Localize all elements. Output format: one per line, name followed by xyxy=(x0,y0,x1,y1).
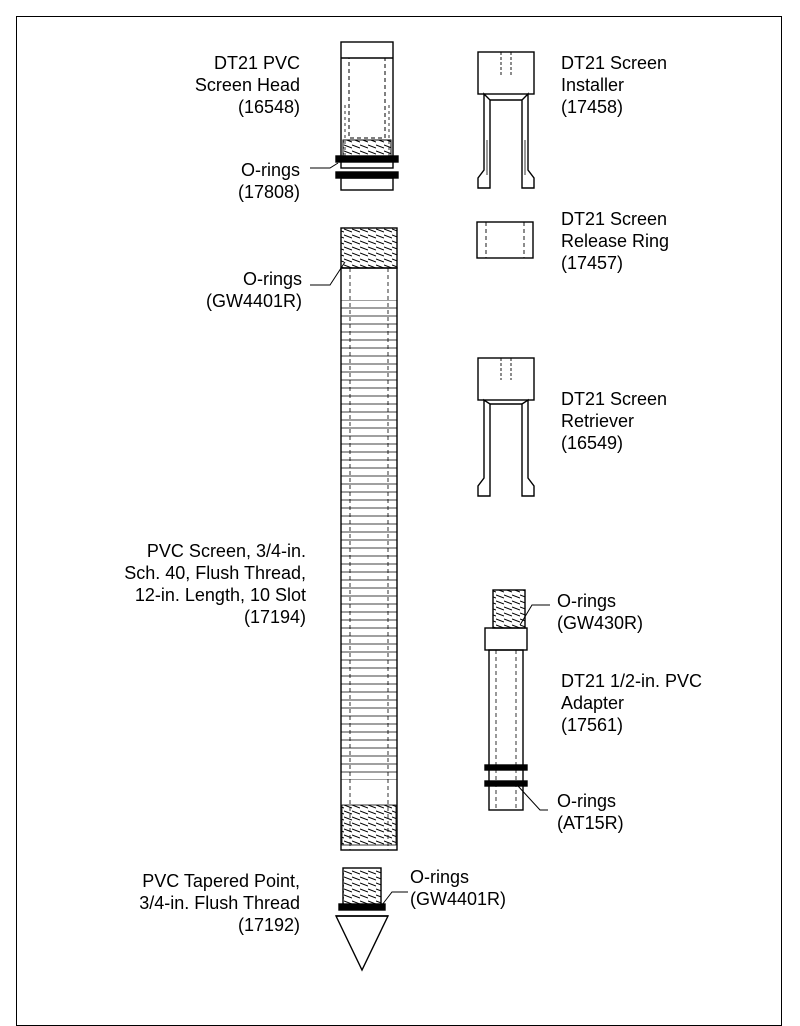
pvc-adapter-part xyxy=(484,589,528,811)
label-tapered-point: PVC Tapered Point,3/4-in. Flush Thread(1… xyxy=(139,871,300,935)
pvc-screen-part xyxy=(340,227,398,851)
label-point-orings: O-rings(GW4401R) xyxy=(410,867,507,909)
tapered-point-part xyxy=(334,867,390,972)
label-screen-head-orings: O-rings(17808) xyxy=(237,160,300,202)
leader-lines xyxy=(310,162,550,906)
label-adapter-bottom-orings: O-rings(AT15R) xyxy=(557,791,624,833)
release-ring-part xyxy=(476,221,534,259)
label-pvc-screen: PVC Screen, 3/4-in.Sch. 40, Flush Thread… xyxy=(124,541,306,627)
screen-retriever-part xyxy=(477,357,535,497)
screen-installer-part xyxy=(477,51,535,189)
label-adapter-top-orings: O-rings(GW430R) xyxy=(557,591,644,633)
label-screen-orings: O-rings(GW4401R) xyxy=(205,269,302,311)
screen-head-part xyxy=(335,41,399,191)
